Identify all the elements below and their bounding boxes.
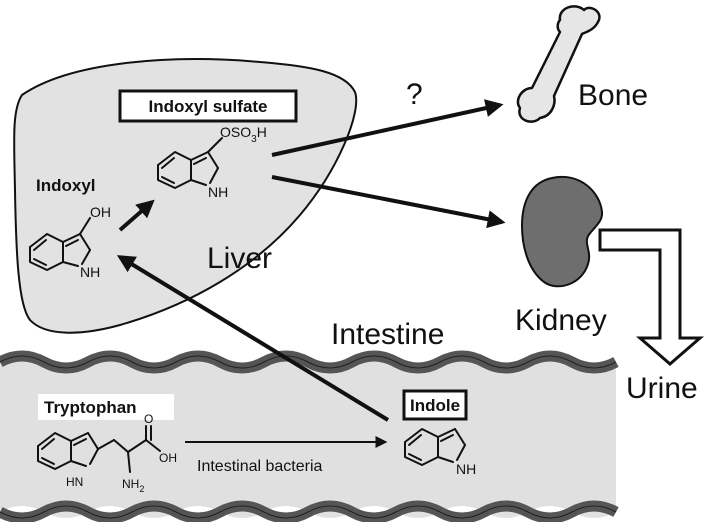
indoxyl-label: Indoxyl — [36, 176, 96, 195]
indoxyl-nh-label: NH — [80, 264, 100, 280]
urine-arrow — [598, 228, 705, 366]
tryptophan-label: Tryptophan — [44, 398, 137, 417]
indole-label: Indole — [410, 396, 460, 415]
indoxyl-sulfate-structure — [157, 137, 223, 189]
tryptophan-oh-label: OH — [159, 451, 177, 465]
arrow-indole-to-indoxyl — [116, 255, 390, 422]
kidney-icon — [520, 175, 604, 288]
indoxyl-sulfate-nh-label: NH — [208, 184, 228, 200]
indole-structure — [404, 428, 466, 466]
indoxyl-sulfate-box — [118, 89, 298, 123]
arrow-indoxyl-to-indoxyl-sulfate — [118, 199, 155, 232]
urine-label: Urine — [626, 372, 698, 405]
tryptophan-o-label: O — [144, 412, 153, 426]
tryptophan-nh2-label: NH2 — [122, 477, 144, 494]
bone-label: Bone — [578, 79, 648, 112]
bone-icon — [516, 5, 601, 123]
intestine-body — [0, 356, 616, 518]
indole-box — [402, 389, 468, 421]
indole-nh-label: NH — [456, 461, 476, 477]
indoxyl-oh-label: OH — [90, 204, 111, 220]
question-mark: ? — [406, 78, 423, 111]
tryptophan-box — [38, 394, 174, 420]
intestine-label: Intestine — [331, 318, 444, 351]
indoxyl-sulfate-label: Indoxyl sulfate — [148, 97, 267, 116]
tryptophan-hn-label: HN — [66, 475, 83, 489]
intestinal-bacteria-label: Intestinal bacteria — [197, 458, 323, 475]
arrow-liver-to-kidney — [271, 175, 506, 229]
indoxyl-sulfate-oso3h-label: OSO3H — [220, 124, 267, 145]
intestine-upper-wall-line — [0, 355, 617, 369]
kidney-label: Kidney — [515, 304, 607, 337]
liver-shape — [13, 58, 358, 334]
arrow-liver-to-bone — [271, 99, 504, 157]
indoxyl-structure — [29, 217, 91, 271]
intestine-tube — [0, 350, 619, 522]
liver-label: Liver — [207, 242, 272, 275]
tryptophan-structure — [37, 425, 161, 473]
intestine-lower-wall-line — [0, 505, 617, 519]
